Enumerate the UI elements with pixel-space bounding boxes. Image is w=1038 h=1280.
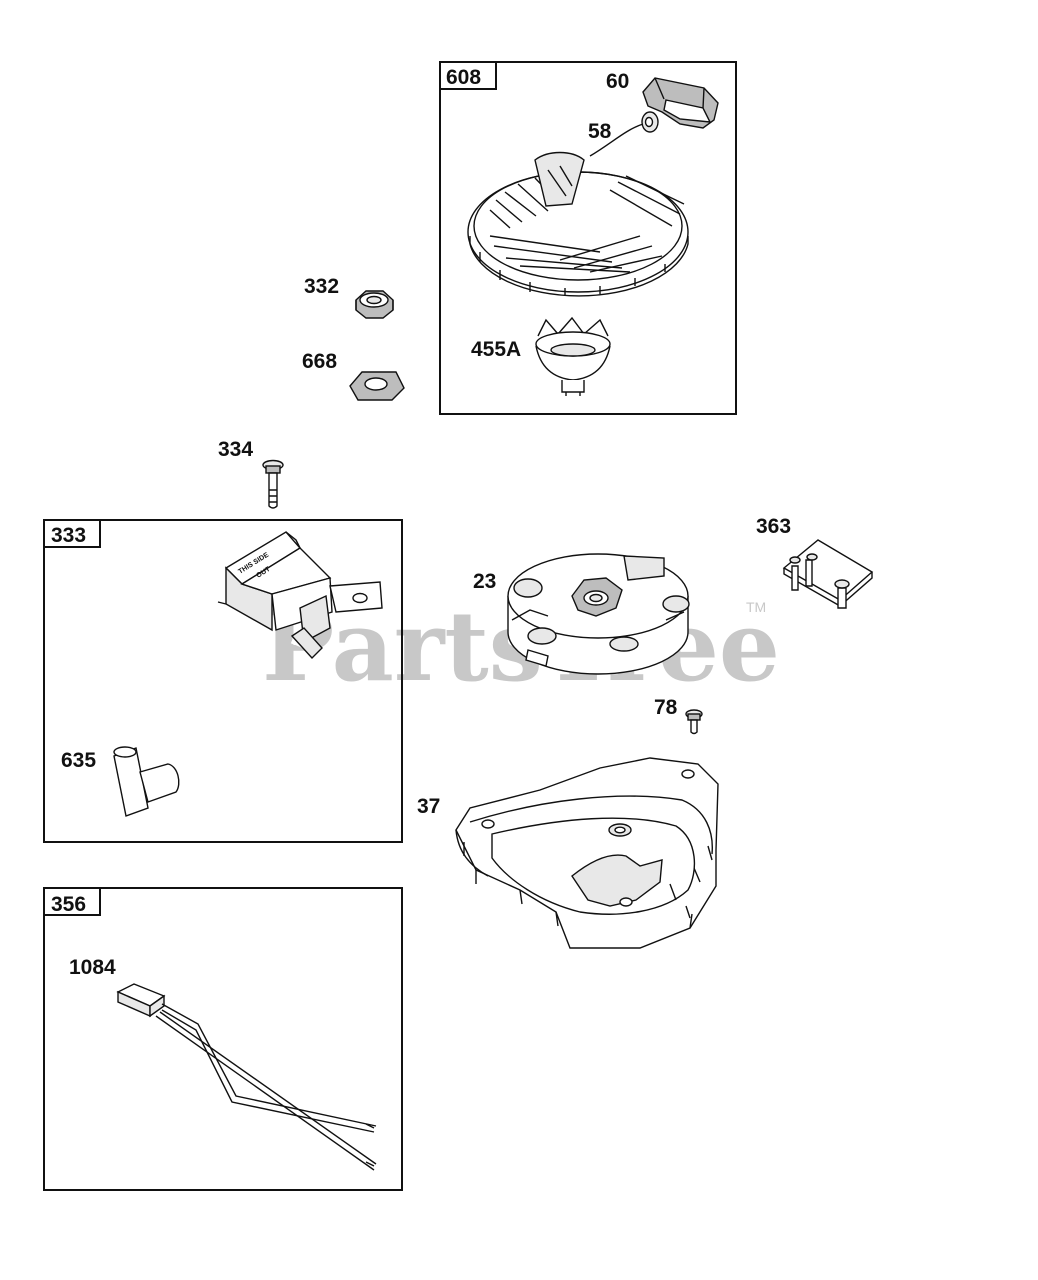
part-363-label[interactable]: 363	[756, 515, 791, 538]
part-23-flywheel[interactable]	[507, 553, 690, 675]
part-58-label[interactable]: 58	[588, 120, 612, 143]
part-635-spark-plug-boot[interactable]	[113, 627, 331, 817]
part-363-bracket[interactable]	[782, 539, 874, 609]
box-608: 608	[439, 61, 737, 415]
part-1084-wire-harness[interactable]	[116, 983, 377, 1171]
part-455A-label[interactable]: 455A	[471, 338, 521, 361]
box-333-label: 333	[51, 524, 86, 547]
part-334-bolt[interactable]	[262, 459, 284, 509]
part-78-screw[interactable]	[685, 709, 703, 735]
part-60-label[interactable]: 60	[606, 70, 629, 93]
part-635-label[interactable]: 635	[61, 749, 96, 772]
part-1084-label[interactable]: 1084	[69, 956, 116, 979]
part-60-starter-handle[interactable]	[642, 77, 719, 129]
part-recoil-starter-housing[interactable]	[467, 151, 689, 297]
box-608-label: 608	[446, 66, 481, 89]
part-668-label[interactable]: 668	[302, 350, 337, 373]
part-23-label[interactable]: 23	[473, 570, 496, 593]
part-668-washer[interactable]	[349, 371, 405, 401]
part-37-label[interactable]: 37	[417, 795, 440, 818]
box-356: 356	[43, 887, 403, 1191]
watermark-trademark: TM	[746, 599, 766, 615]
part-455A-starter-cup[interactable]	[535, 316, 611, 396]
part-58-starter-rope[interactable]	[589, 111, 659, 157]
part-37-blower-housing[interactable]	[455, 757, 719, 949]
box-333: 333	[43, 519, 403, 843]
box-356-label: 356	[51, 893, 86, 916]
part-334-label[interactable]: 334	[218, 438, 253, 461]
part-78-label[interactable]: 78	[654, 696, 678, 719]
part-332-nut[interactable]	[355, 290, 394, 319]
part-ignition-armature[interactable]: THIS SIDE OUT	[217, 531, 383, 644]
part-332-label[interactable]: 332	[304, 275, 339, 298]
